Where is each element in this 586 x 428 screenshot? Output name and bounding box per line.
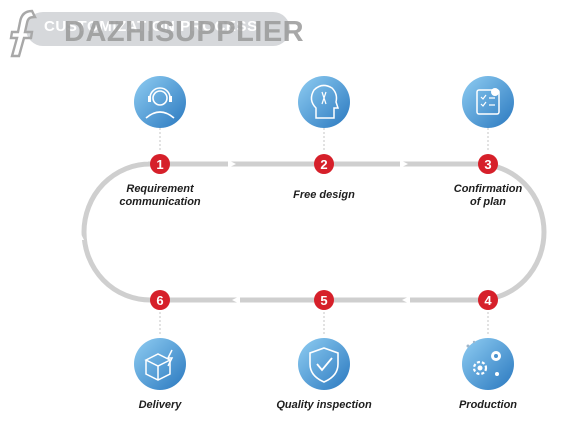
step-label-confirmation: Confirmation of plan — [453, 183, 523, 208]
lightbulb-head-icon — [298, 76, 350, 128]
shield-check-icon — [298, 338, 350, 390]
connectors — [159, 128, 489, 334]
step-label-delivery: Delivery — [138, 399, 182, 411]
watermark-text: DAZHISUPPLIER — [64, 16, 305, 48]
step-label-quality-inspection: Quality inspection — [276, 399, 372, 411]
header-banner — [26, 12, 290, 46]
checklist-document-icon — [462, 76, 514, 128]
step-number: 4 — [484, 293, 492, 308]
track-arrow-right — [228, 160, 236, 168]
step-number: 1 — [156, 157, 163, 172]
gears-sparkles — [466, 340, 476, 348]
step-number: 2 — [320, 157, 327, 172]
step-badges — [150, 154, 498, 310]
step-number: 6 — [156, 293, 163, 308]
track-arrow-left — [402, 296, 410, 304]
step-badge — [314, 290, 334, 310]
customer-service-headset-icon — [134, 76, 186, 128]
step-number: 5 — [320, 293, 327, 308]
track-arrow-up — [76, 232, 84, 240]
track-arrow-left — [232, 296, 240, 304]
step-label-free-design: Free design — [293, 189, 355, 201]
gears-sparkle — [472, 340, 476, 344]
step-badge — [150, 290, 170, 310]
step-badge — [314, 154, 334, 174]
step-number: 3 — [484, 157, 491, 172]
gears-sparkle — [466, 344, 470, 348]
track-arrow-down — [571, 230, 579, 238]
step-badge — [150, 154, 170, 174]
track-arrows — [76, 160, 579, 304]
gears-icon — [462, 338, 514, 390]
watermark-logo-icon — [9, 9, 37, 58]
step-label-production: Production — [458, 399, 518, 411]
package-delivery-icon — [134, 338, 186, 390]
step-badge — [478, 290, 498, 310]
track-arrow-right — [400, 160, 408, 168]
step-label-requirement: Requirement communication — [119, 183, 201, 208]
step-badge — [478, 154, 498, 174]
page-title: CUSTOMIZATION PROCESS — [44, 18, 258, 35]
